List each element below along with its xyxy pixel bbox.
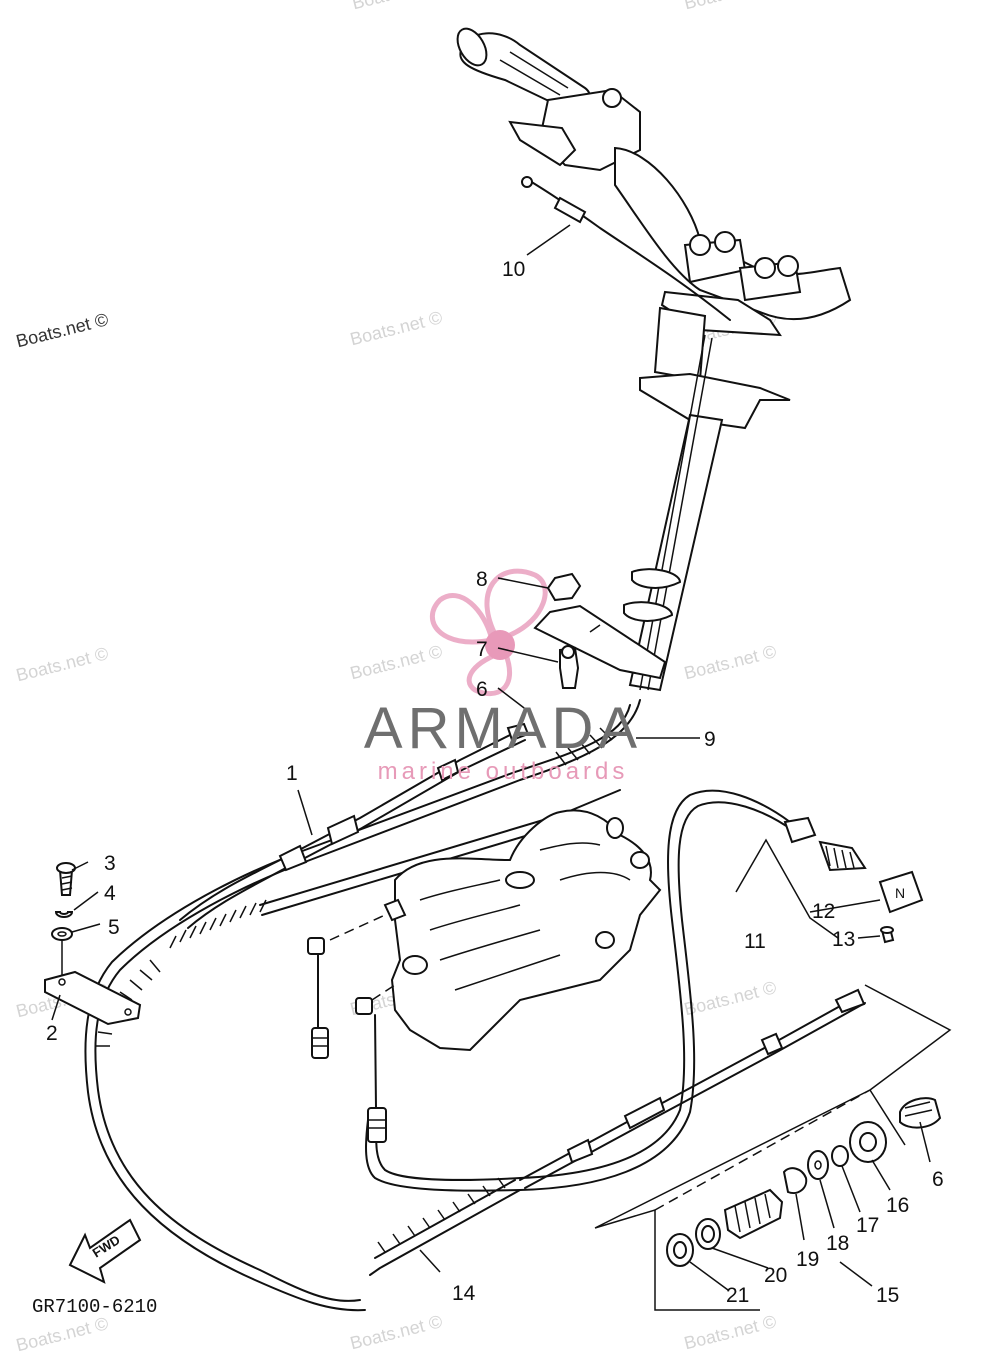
callout-18: 18 — [826, 1232, 849, 1255]
engine-unit — [383, 809, 662, 1052]
bracket-assembly — [44, 862, 142, 1026]
callout-20: 20 — [764, 1264, 787, 1287]
callout-3: 3 — [104, 852, 116, 875]
long-cable — [369, 988, 866, 1276]
handlebar-assembly — [456, 27, 852, 692]
throttle-cable — [521, 176, 731, 321]
callout-labels: 1 2 3 4 5 6 7 8 9 10 11 12 13 14 15 16 1… — [46, 258, 944, 1307]
screw-part — [559, 645, 580, 689]
brand-name: ARMADA — [363, 696, 643, 761]
callout-11: 11 — [744, 930, 766, 953]
neutral-cap: N — [878, 870, 924, 944]
callout-13: 13 — [832, 928, 855, 951]
callout-16: 16 — [886, 1194, 909, 1217]
callout-6: 6 — [476, 678, 488, 701]
callout-12: 12 — [812, 900, 835, 923]
callout-9: 9 — [704, 728, 716, 751]
leader-lines — [51, 224, 931, 1291]
callout-17: 17 — [856, 1214, 879, 1237]
callout-14: 14 — [452, 1282, 476, 1305]
callout-2: 2 — [46, 1022, 58, 1045]
fwd-arrow-icon: FWD — [68, 1218, 142, 1284]
diagram-code: GR7100-6210 — [32, 1296, 158, 1318]
callout-15: 15 — [876, 1284, 899, 1307]
callout-1: 1 — [286, 762, 298, 785]
nut-part — [546, 572, 582, 602]
propeller-logo-icon — [429, 568, 548, 697]
brand-tagline: marine outboards — [377, 758, 629, 785]
callout-19: 19 — [796, 1248, 819, 1271]
sensor-leads — [307, 914, 396, 1143]
kit-box — [594, 984, 952, 1311]
callout-7: 7 — [476, 638, 488, 661]
callout-6b: 6 — [932, 1168, 944, 1191]
callout-10: 10 — [502, 258, 525, 281]
kit-parts — [666, 1097, 942, 1267]
callout-5: 5 — [108, 916, 120, 939]
callout-21: 21 — [726, 1284, 749, 1307]
neutral-label: N — [895, 885, 905, 901]
callout-8: 8 — [476, 568, 488, 591]
armada-brand: ARMADA marine outboards — [348, 700, 658, 786]
callout-4: 4 — [104, 882, 116, 905]
